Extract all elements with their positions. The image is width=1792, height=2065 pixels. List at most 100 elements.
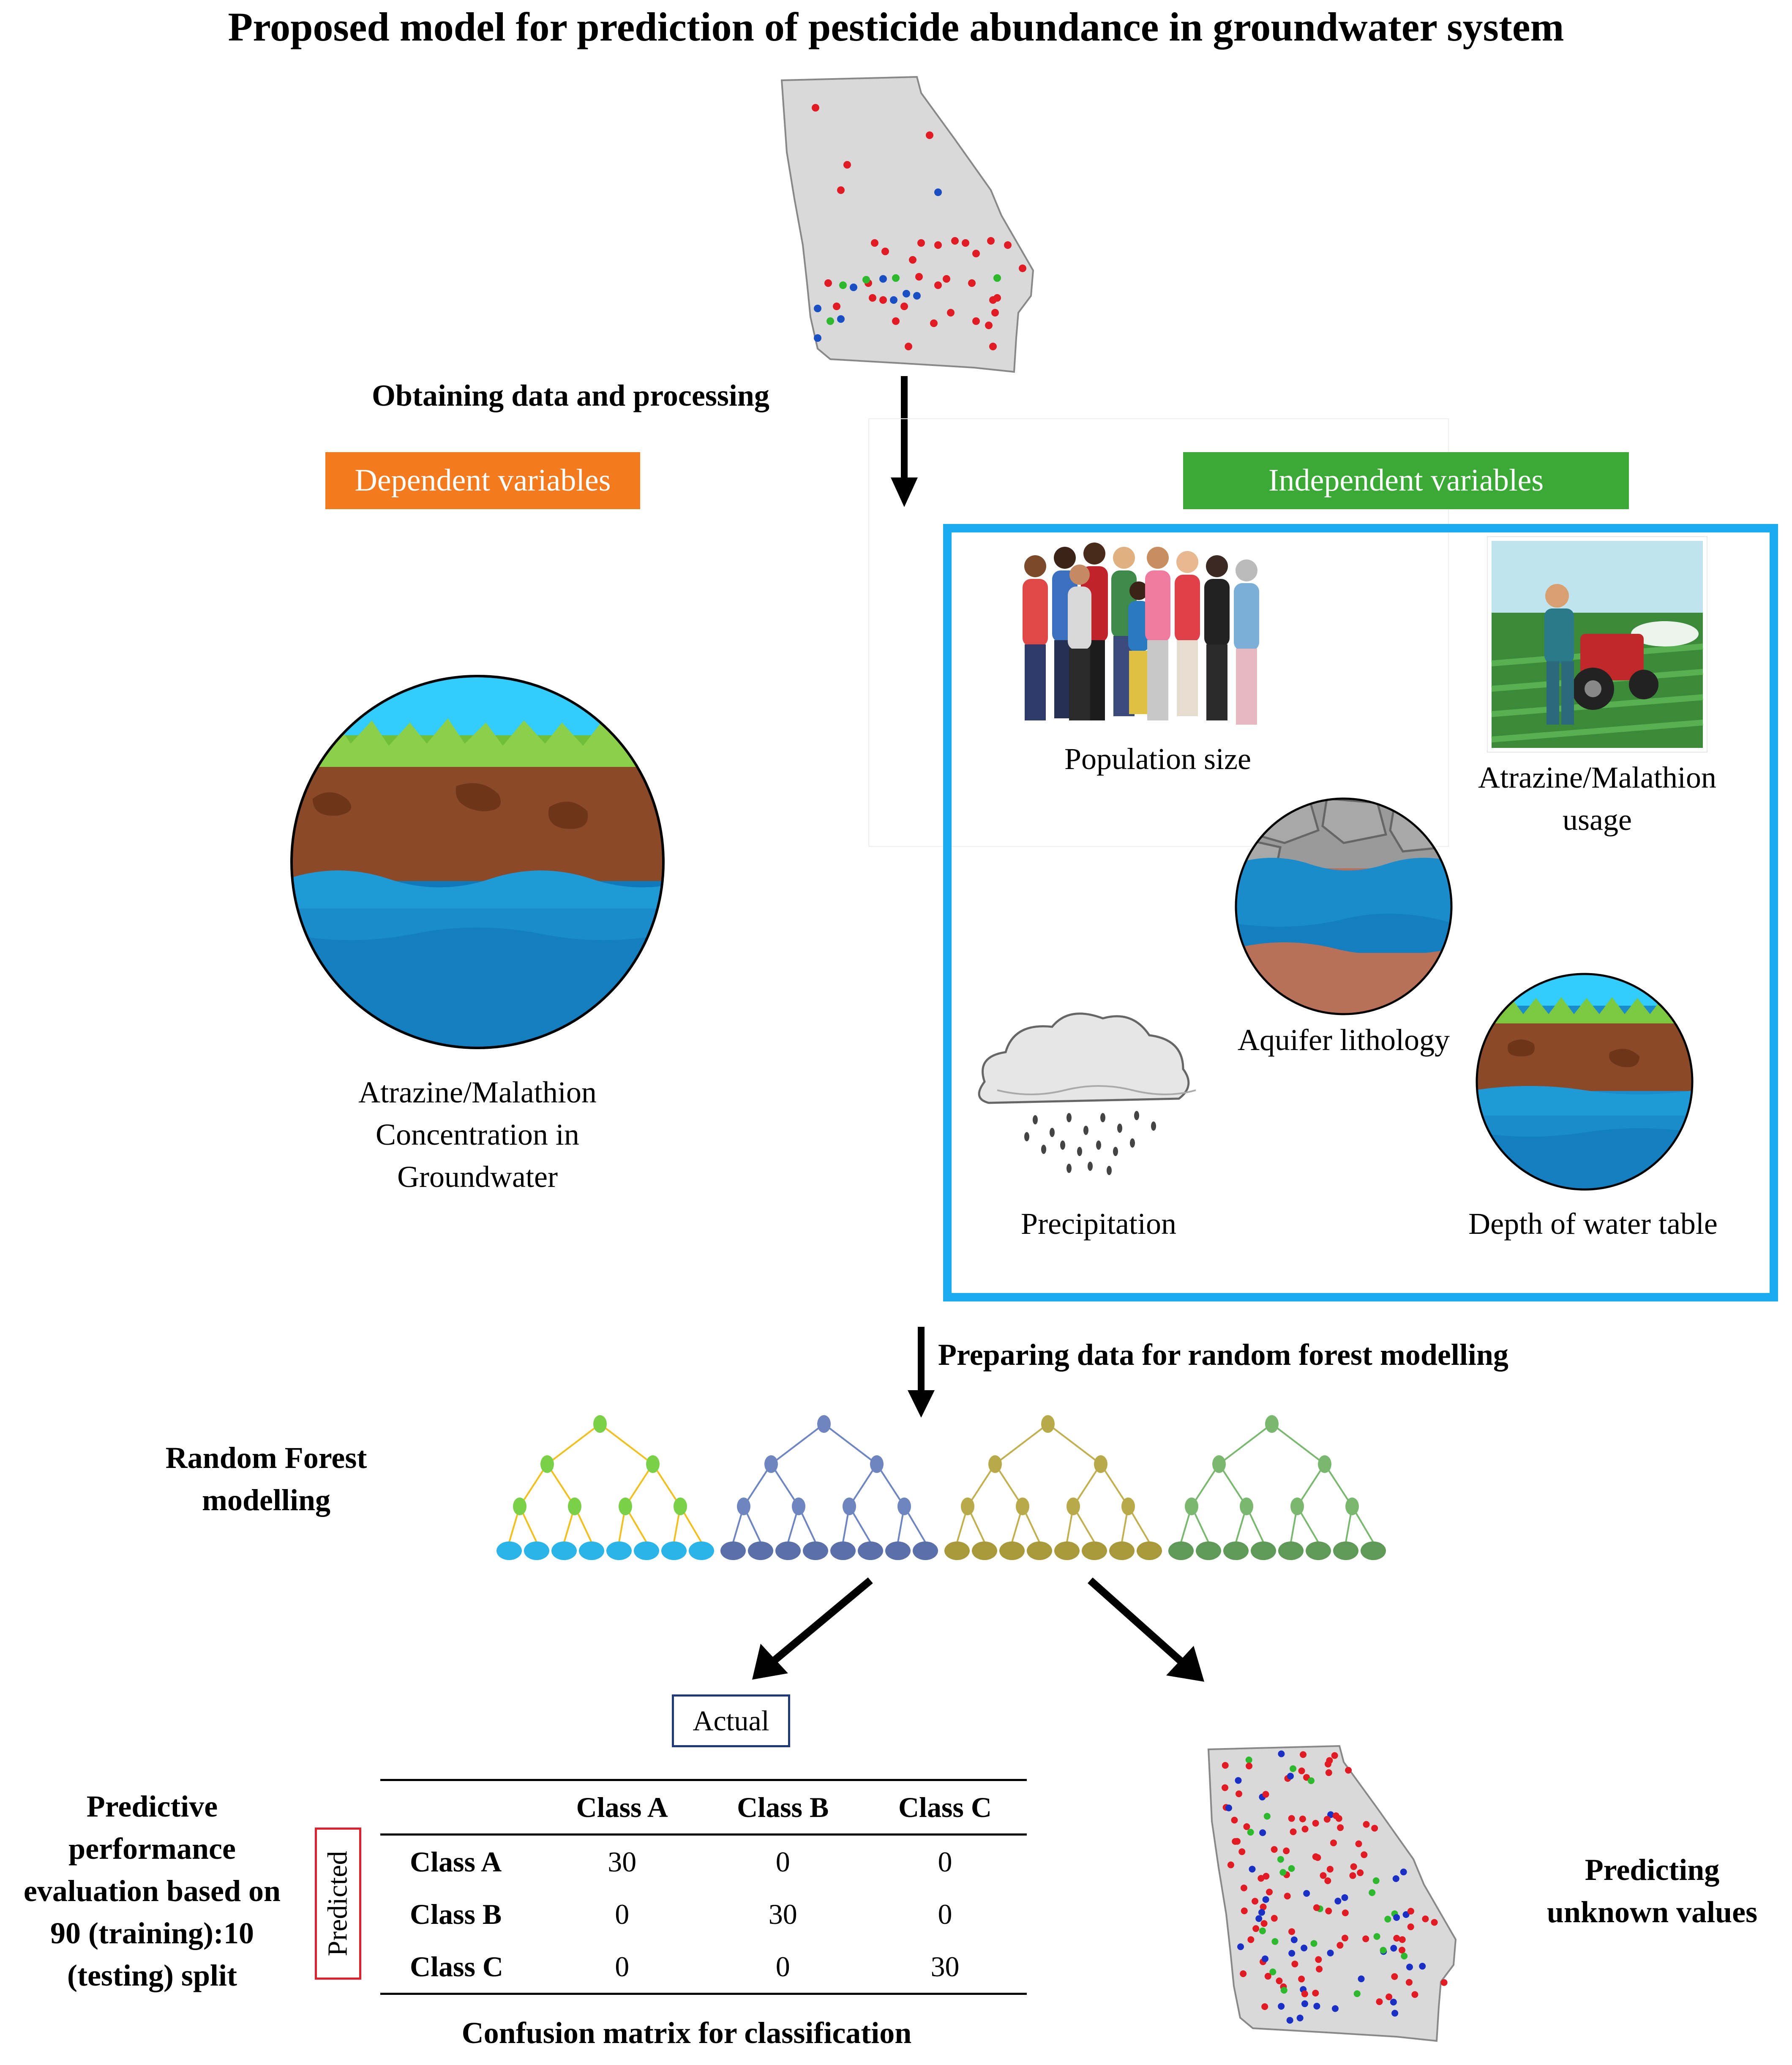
confusion-header-row: Class A Class B Class C [380, 1780, 1027, 1836]
prediction-point [1278, 2003, 1285, 2010]
confusion-cell: 0 [615, 1950, 630, 1983]
prediction-point [1401, 1953, 1408, 1960]
tree-edge [1191, 1463, 1220, 1507]
prediction-point [1393, 1934, 1400, 1942]
prediction-point [1390, 1945, 1397, 1952]
prediction-point [1324, 1760, 1331, 1768]
prediction-point [1327, 1949, 1334, 1956]
prediction-point [1327, 1811, 1334, 1818]
prediction-point [1290, 1828, 1297, 1836]
prediction-point [1255, 1915, 1263, 1922]
tree-leaf [1251, 1541, 1276, 1560]
prediction-point [1261, 2003, 1268, 2010]
tree-edge [599, 1423, 654, 1465]
prediction-point [1286, 2017, 1293, 2024]
dependent-caption-line: Atrazine/Malathion [358, 1075, 597, 1109]
tree-leaf [634, 1541, 659, 1560]
tree-leaf [830, 1541, 856, 1560]
tree-node [540, 1455, 554, 1473]
prediction-point [1257, 1875, 1265, 1882]
dependent-caption: Atrazine/Malathion Concentration in Grou… [287, 1071, 668, 1198]
prediction-point [1301, 1825, 1309, 1833]
prediction-point [1303, 1890, 1310, 1897]
prediction-point [1431, 1919, 1438, 1926]
prediction-point [1400, 1869, 1407, 1876]
prediction-point [1290, 1936, 1298, 1943]
tree-leaf [606, 1541, 632, 1560]
tree-leaf [1109, 1541, 1135, 1560]
prediction-point [1391, 1973, 1398, 1980]
tree-node [1121, 1498, 1135, 1515]
tree-node [568, 1498, 581, 1515]
prediction-point [1376, 1998, 1383, 2005]
prediction-point [1287, 1773, 1294, 1780]
tree-leaf [1027, 1541, 1052, 1560]
tree-leaf [803, 1541, 828, 1560]
arrow-down-icon [908, 1327, 935, 1418]
actual-label: Actual [672, 1694, 790, 1747]
tree-node [1240, 1498, 1253, 1515]
prediction-point [1298, 1975, 1305, 1983]
prediction-point [1393, 1914, 1400, 1921]
confusion-cell: 0 [775, 1950, 790, 1983]
prediction-point [1260, 1920, 1268, 1927]
tree-leaf [1278, 1541, 1304, 1560]
prediction-point [1399, 1936, 1406, 1943]
confusion-column-header: Class C [863, 1780, 1027, 1836]
tree-node [1265, 1415, 1279, 1433]
prediction-point [1358, 1975, 1365, 1983]
predicting-label-line: unknown values [1547, 1895, 1758, 1929]
groundwater-cross-section-icon [290, 675, 665, 1049]
tree-edge [1271, 1423, 1326, 1465]
prediction-point [1271, 1938, 1279, 1945]
prediction-point [1288, 1815, 1295, 1822]
tree-edge [994, 1423, 1049, 1465]
prediction-point [1291, 1960, 1298, 1967]
prediction-point [1363, 1821, 1370, 1828]
prediction-point [1271, 1915, 1278, 1922]
prediction-point [1298, 1767, 1305, 1774]
tree-node [1094, 1455, 1107, 1473]
prediction-point [1349, 1872, 1356, 1879]
tree-node [1016, 1498, 1029, 1515]
prediction-point [1263, 1873, 1270, 1880]
tree-edge [1047, 1423, 1102, 1465]
depth-water-table-label: Depth of water table [1468, 1207, 1718, 1241]
prediction-point [1225, 1804, 1232, 1811]
tree-edge [994, 1463, 1023, 1507]
prediction-point [1277, 1856, 1284, 1863]
prediction-point [1411, 1991, 1418, 1998]
prediction-point [1307, 1777, 1315, 1784]
dependent-variables-badge: Dependent variables [325, 452, 640, 509]
prediction-point [1406, 1964, 1413, 1971]
confusion-row: Class A 30 0 0 [380, 1835, 1027, 1888]
tree-node [737, 1498, 750, 1515]
tree-leaf [944, 1541, 970, 1560]
step-preparing-data: Preparing data for random forest modelli… [938, 1338, 1508, 1372]
prediction-point [1241, 1907, 1248, 1915]
tree-edge [546, 1463, 576, 1507]
prediction-point [1276, 1977, 1283, 1984]
independent-variables-badge: Independent variables [1183, 452, 1629, 509]
prediction-point [1390, 1999, 1397, 2006]
confusion-cell: 0 [938, 1845, 952, 1878]
prediction-point [1326, 1866, 1334, 1873]
tree-node [1290, 1498, 1304, 1515]
confusion-row-header: Class A [410, 1845, 502, 1878]
tree-leaf [1306, 1541, 1331, 1560]
prediction-point [1246, 1762, 1253, 1770]
tree-leaf [720, 1541, 746, 1560]
georgia-map-samples [780, 76, 1034, 373]
prediction-point [1279, 1869, 1287, 1876]
prediction-point [1312, 1989, 1319, 1997]
tree-leaf [1196, 1541, 1221, 1560]
prediction-point [1231, 1817, 1238, 1824]
water-table-depth-icon [1476, 973, 1694, 1191]
prediction-point [1357, 1869, 1364, 1877]
prediction-point [1380, 1947, 1387, 1954]
arrow-down-right-icon [1088, 1577, 1204, 1682]
aquifer-lithology-icon [1235, 797, 1453, 1015]
prediction-point [1258, 1909, 1266, 1916]
prediction-point [1384, 1915, 1391, 1923]
prediction-point [1313, 2002, 1320, 2010]
